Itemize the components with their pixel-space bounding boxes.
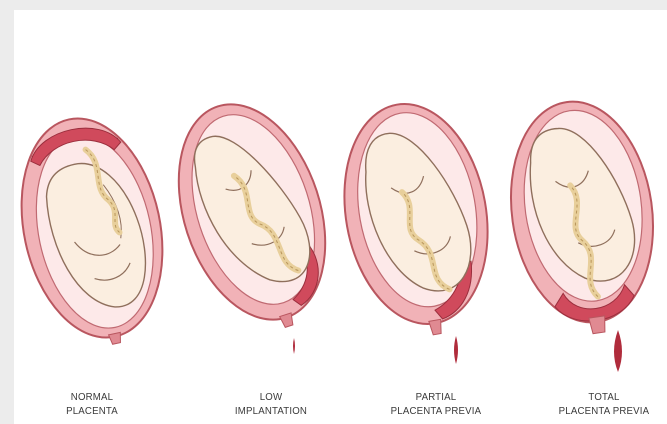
- caption-line-1: PARTIAL: [381, 390, 491, 404]
- caption-line-2: PLACENTA: [37, 404, 147, 418]
- caption-line-1: LOW: [216, 390, 326, 404]
- caption-low-implantation: LOW IMPLANTATION: [216, 390, 326, 418]
- cervix: [589, 316, 607, 334]
- caption-total-placenta-previa: TOTAL PLACENTA PREVIA: [549, 390, 659, 418]
- bleeding-drip: [614, 330, 622, 372]
- bleeding-drip: [293, 338, 295, 354]
- caption-line-2: PLACENTA PREVIA: [381, 404, 491, 418]
- caption-line-1: TOTAL: [549, 390, 659, 404]
- caption-line-2: IMPLANTATION: [216, 404, 326, 418]
- caption-partial-placenta-previa: PARTIAL PLACENTA PREVIA: [381, 390, 491, 418]
- panel-low-implantation: [153, 85, 354, 347]
- cervix: [109, 332, 123, 344]
- panel-total-placenta-previa: [497, 92, 667, 342]
- caption-line-1: NORMAL: [37, 390, 147, 404]
- cervix: [429, 319, 443, 335]
- caption-normal-placenta: NORMAL PLACENTA: [37, 390, 147, 418]
- panel-partial-placenta-previa: [328, 93, 506, 347]
- caption-line-2: PLACENTA PREVIA: [549, 404, 659, 418]
- bleeding-drip: [454, 336, 458, 364]
- panel-normal-placenta: [2, 105, 183, 357]
